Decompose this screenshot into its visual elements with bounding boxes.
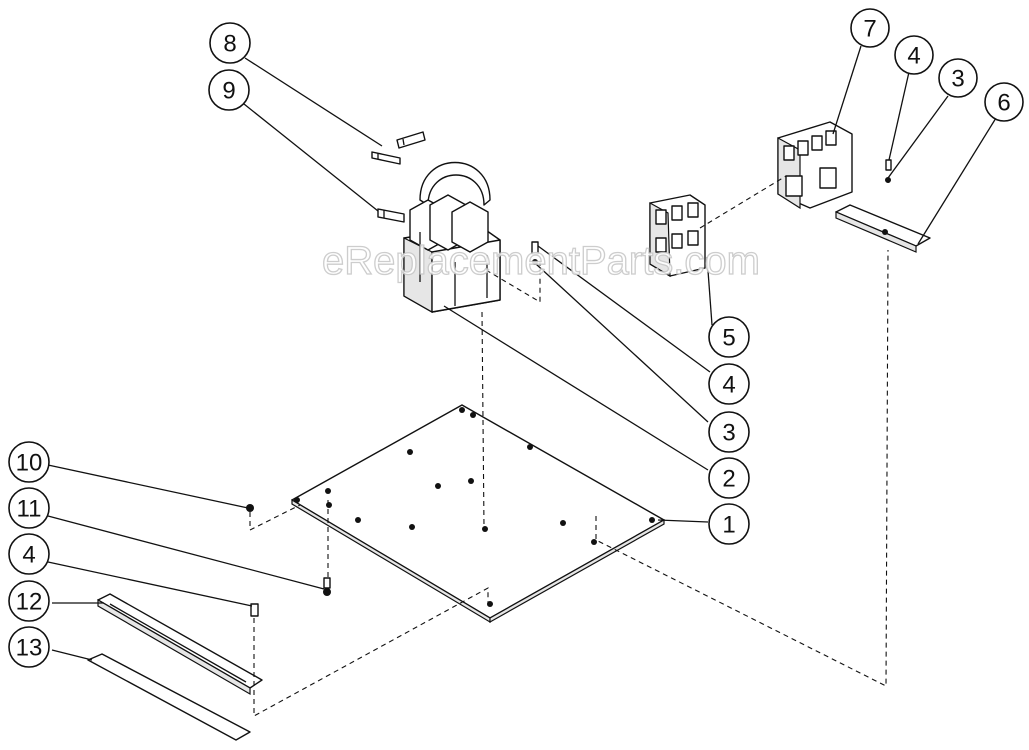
fastener-10 bbox=[246, 504, 254, 512]
callout-label: 6 bbox=[997, 90, 1010, 117]
overload-relay bbox=[649, 194, 706, 278]
callout-9: 9 bbox=[208, 69, 250, 111]
callout-label: 7 bbox=[863, 16, 876, 43]
callout-6: 6 bbox=[984, 82, 1024, 122]
callout-label: 5 bbox=[722, 325, 735, 352]
leader-lines bbox=[47, 45, 997, 661]
callout-label: 1 bbox=[722, 512, 735, 539]
callout-label: 4 bbox=[722, 372, 735, 399]
callout-3-mid: 3 bbox=[708, 411, 750, 453]
fuse-bottom bbox=[377, 208, 405, 223]
watermark-text: eReplacementParts.com bbox=[322, 239, 760, 283]
marker-strip bbox=[87, 653, 251, 741]
callout-label: 2 bbox=[722, 466, 735, 493]
callout-label: 4 bbox=[22, 542, 35, 569]
callout-label: 13 bbox=[16, 635, 43, 662]
callout-13: 13 bbox=[8, 626, 50, 668]
screw-mid bbox=[531, 241, 539, 265]
base-plate bbox=[291, 404, 665, 624]
callout-7: 7 bbox=[850, 8, 890, 48]
contactor bbox=[777, 121, 853, 210]
callout-label: 12 bbox=[16, 589, 43, 616]
din-rail bbox=[835, 204, 931, 253]
callout-5: 5 bbox=[708, 316, 750, 358]
fastener-4-low bbox=[250, 603, 259, 617]
callout-2: 2 bbox=[708, 457, 750, 499]
callout-label: 3 bbox=[722, 420, 735, 447]
callout-4-mid: 4 bbox=[708, 363, 750, 405]
fuse-middle bbox=[371, 151, 401, 165]
callout-label: 3 bbox=[951, 66, 964, 93]
callout-4-low: 4 bbox=[8, 533, 50, 575]
callout-11: 11 bbox=[8, 487, 50, 529]
callout-3-top: 3 bbox=[938, 58, 978, 98]
fastener-11 bbox=[323, 577, 331, 596]
callout-4-top: 4 bbox=[894, 35, 934, 75]
screw-top bbox=[885, 159, 892, 183]
relay-assembly bbox=[403, 161, 501, 314]
callout-label: 9 bbox=[222, 78, 235, 105]
plate-holes bbox=[294, 407, 655, 607]
callout-10: 10 bbox=[8, 441, 50, 483]
fuse-top bbox=[396, 131, 426, 149]
callout-8: 8 bbox=[209, 22, 251, 64]
assembly-lines bbox=[249, 175, 889, 717]
callout-label: 8 bbox=[223, 31, 236, 58]
callout-12: 12 bbox=[8, 580, 50, 622]
callout-label: 11 bbox=[17, 496, 42, 523]
terminal-strip bbox=[97, 593, 263, 696]
callout-label: 10 bbox=[16, 450, 43, 477]
callout-1: 1 bbox=[708, 503, 750, 545]
callout-label: 4 bbox=[907, 43, 920, 70]
